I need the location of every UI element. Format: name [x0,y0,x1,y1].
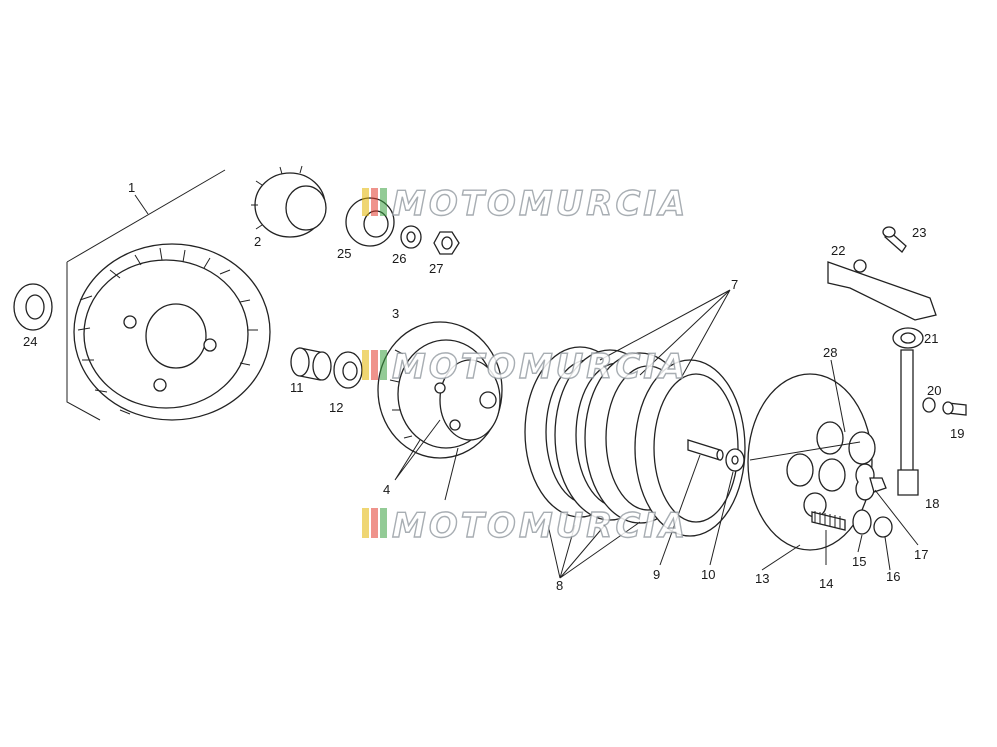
part-labels: 1 2 3 4 7 8 9 10 11 12 13 14 15 16 17 18… [23,180,964,593]
watermark-text: MOTOMURCIA [392,347,688,387]
part-washer-26 [400,225,422,249]
label-part-13: 13 [755,571,769,586]
watermark-bottom: MOTOMURCIA [362,505,688,547]
watermark-stripe-red [371,350,378,380]
watermark-stripe-red [371,188,378,216]
part-bushing-11 [290,347,332,381]
watermark-stripe-red [371,508,378,538]
part-nut-27 [433,231,460,255]
label-part-26: 26 [392,251,406,266]
watermark-stripe-yellow [362,350,369,380]
part-pressure-plate-13 [747,373,876,551]
label-part-10: 10 [701,567,715,582]
label-part-11: 11 [290,380,304,395]
part-inner-hub-3 [377,321,503,459]
part-washer-12 [333,351,363,389]
label-part-1: 1 [128,180,135,195]
label-part-8: 8 [556,578,563,593]
watermark-stripe-green [380,188,387,216]
label-part-22: 22 [831,243,845,258]
label-part-4: 4 [383,482,390,497]
label-part-24: 24 [23,334,37,349]
watermark-stripe-yellow [362,188,369,216]
watermark-text: MOTOMURCIA [392,184,688,224]
part-washer-24 [13,283,53,331]
label-part-17: 17 [914,547,928,562]
label-part-18: 18 [925,496,939,511]
leader-lines [134,194,919,579]
label-part-20: 20 [927,383,941,398]
part-clutch-plates [524,346,746,537]
watermark-stripe-yellow [362,508,369,538]
label-part-3: 3 [392,306,399,321]
label-part-16: 16 [886,569,900,584]
part-shaft-lever [827,226,967,496]
label-part-21: 21 [924,331,938,346]
watermark-stripe-green [380,508,387,538]
label-part-28: 28 [823,345,837,360]
part-gear-2 [251,165,327,238]
part-springs-screws [811,463,893,538]
part-clutch-housing [66,169,271,421]
label-part-9: 9 [653,567,660,582]
label-part-15: 15 [852,554,866,569]
part-washer-10 [725,448,745,472]
watermark-middle: MOTOMURCIA [362,346,688,388]
label-part-14: 14 [819,576,833,591]
label-part-2: 2 [254,234,261,249]
label-part-19: 19 [950,426,964,441]
part-push-rod-9 [687,439,724,461]
label-part-7: 7 [731,277,738,292]
label-part-12: 12 [329,400,343,415]
watermark-text: MOTOMURCIA [392,506,688,546]
label-part-23: 23 [912,225,926,240]
label-part-27: 27 [429,261,443,276]
watermark-top: MOTOMURCIA [362,183,688,225]
label-part-25: 25 [337,246,351,261]
watermark-stripe-green [380,350,387,380]
